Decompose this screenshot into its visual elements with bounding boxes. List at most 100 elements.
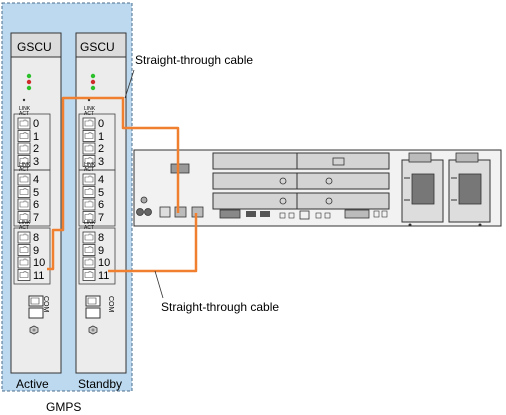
drive-bay bbox=[212, 152, 306, 170]
rj45-socket-icon bbox=[84, 258, 94, 266]
ethernet-port-1 bbox=[174, 206, 187, 218]
board-ethernet-port bbox=[17, 244, 31, 256]
port-number-label: 2 bbox=[98, 143, 105, 155]
rj45-socket-icon bbox=[19, 271, 29, 278]
rj45-socket-icon bbox=[84, 144, 94, 152]
port-group-link-act-label: LINK ACT bbox=[84, 106, 96, 117]
port-number-label: 1 bbox=[98, 130, 105, 143]
board-ethernet-port bbox=[17, 142, 31, 155]
port-number-label: 9 bbox=[98, 244, 105, 257]
rj45-socket-icon bbox=[19, 132, 29, 139]
port-group-link-act-label: LINK ACT bbox=[19, 162, 31, 173]
port-group-frame bbox=[13, 227, 51, 285]
board-ethernet-port bbox=[82, 186, 96, 198]
port-number-label: 7 bbox=[98, 211, 105, 224]
board-ethernet-port bbox=[17, 173, 31, 186]
board-ethernet-port bbox=[82, 173, 96, 186]
port-number-label: 5 bbox=[98, 186, 105, 199]
board-ethernet-port bbox=[82, 155, 96, 167]
port-number-label: 0 bbox=[33, 118, 40, 130]
port-number-label: 0 bbox=[98, 118, 105, 130]
board-ethernet-port bbox=[17, 211, 31, 223]
board-standby-name: GSCU bbox=[80, 40, 115, 54]
board-ethernet-port bbox=[82, 198, 96, 211]
board-ethernet-port bbox=[82, 231, 96, 244]
rj45-socket-icon bbox=[19, 246, 29, 253]
rj45-socket-icon bbox=[84, 157, 94, 164]
rj45-socket-icon bbox=[19, 157, 29, 164]
rj45-socket-icon bbox=[19, 175, 29, 183]
board-ethernet-port bbox=[82, 211, 96, 223]
rj45-socket-icon bbox=[19, 213, 29, 220]
board-ethernet-port bbox=[17, 117, 31, 130]
ethernet-port-2 bbox=[191, 206, 204, 218]
board-ethernet-port bbox=[17, 186, 31, 198]
board-active-leds bbox=[22, 73, 32, 102]
board-active-screw-icon bbox=[29, 325, 39, 335]
rj45-socket-icon bbox=[84, 188, 94, 195]
board-ethernet-port bbox=[82, 130, 96, 142]
board-ethernet-port bbox=[82, 142, 96, 155]
board-active-name: GSCU bbox=[17, 40, 52, 54]
server-chassis bbox=[133, 149, 502, 227]
rj45-socket-icon bbox=[19, 200, 29, 208]
port-group-frame bbox=[78, 227, 116, 285]
rj45-socket-icon bbox=[84, 119, 94, 127]
board-active-com-port bbox=[28, 295, 44, 319]
drive-bay bbox=[296, 152, 390, 170]
scsi-port bbox=[344, 209, 370, 219]
port-group-frame bbox=[13, 169, 51, 227]
port-number-label: 8 bbox=[98, 232, 105, 244]
port-number-label: 4 bbox=[33, 174, 40, 186]
port-group-frame bbox=[78, 169, 116, 227]
board-active-role: Active bbox=[16, 377, 49, 391]
port-number-label: 10 bbox=[33, 257, 46, 269]
board-standby-leds bbox=[87, 73, 96, 102]
rj45-socket-icon bbox=[19, 144, 29, 152]
cable-label-leader-bottom bbox=[154, 270, 164, 299]
port-number-label: 5 bbox=[33, 186, 40, 199]
board-ethernet-port bbox=[82, 117, 96, 130]
drive-bay bbox=[296, 192, 390, 210]
drive-bay bbox=[212, 192, 306, 210]
port-group-link-act-label: LINK ACT bbox=[19, 220, 31, 231]
port-number-label: 3 bbox=[33, 155, 40, 168]
board-ethernet-port bbox=[82, 244, 96, 256]
rj45-socket-icon bbox=[19, 188, 29, 195]
drive-bay bbox=[296, 172, 390, 190]
vga-port bbox=[219, 209, 241, 219]
rj45-socket-icon bbox=[84, 213, 94, 220]
cable-to-active-board bbox=[47, 96, 180, 271]
port-number-label: 1 bbox=[33, 130, 40, 143]
rj45-socket-icon bbox=[84, 271, 94, 278]
rj45-socket-icon bbox=[84, 132, 94, 139]
com-port-label: COM bbox=[42, 296, 49, 313]
rj45-socket-icon bbox=[84, 200, 94, 208]
port-number-label: 2 bbox=[33, 143, 40, 155]
rj45-socket-icon bbox=[19, 233, 29, 241]
board-ethernet-port bbox=[17, 256, 31, 269]
port-number-label: 6 bbox=[98, 199, 105, 211]
board-ethernet-port bbox=[17, 130, 31, 142]
drive-bay bbox=[212, 172, 306, 190]
board-ethernet-port bbox=[82, 256, 96, 269]
board-port-groups bbox=[13, 113, 116, 285]
board-ethernet-port bbox=[17, 198, 31, 211]
port-number-label: 6 bbox=[33, 199, 40, 211]
board-ethernet-port bbox=[17, 269, 31, 281]
board-standby-screw-icon bbox=[88, 325, 98, 335]
cable-label-top: Straight-through cable bbox=[135, 53, 254, 67]
port-number-label: 11 bbox=[33, 269, 45, 282]
board-ethernet-port bbox=[17, 231, 31, 244]
board-standby-com-port bbox=[85, 295, 101, 319]
cable-to-standby-board bbox=[108, 213, 198, 273]
port-number-label: 9 bbox=[33, 244, 40, 257]
cable-label-leader-top bbox=[124, 69, 135, 99]
board-standby-role: Standby bbox=[78, 377, 123, 391]
port-group-link-act-label: LINK ACT bbox=[84, 162, 96, 173]
port-group-link-act-label: LINK ACT bbox=[19, 106, 31, 117]
rj45-socket-icon bbox=[84, 233, 94, 241]
com-port-label: COM bbox=[107, 296, 114, 313]
port-number-label: 7 bbox=[33, 211, 40, 224]
